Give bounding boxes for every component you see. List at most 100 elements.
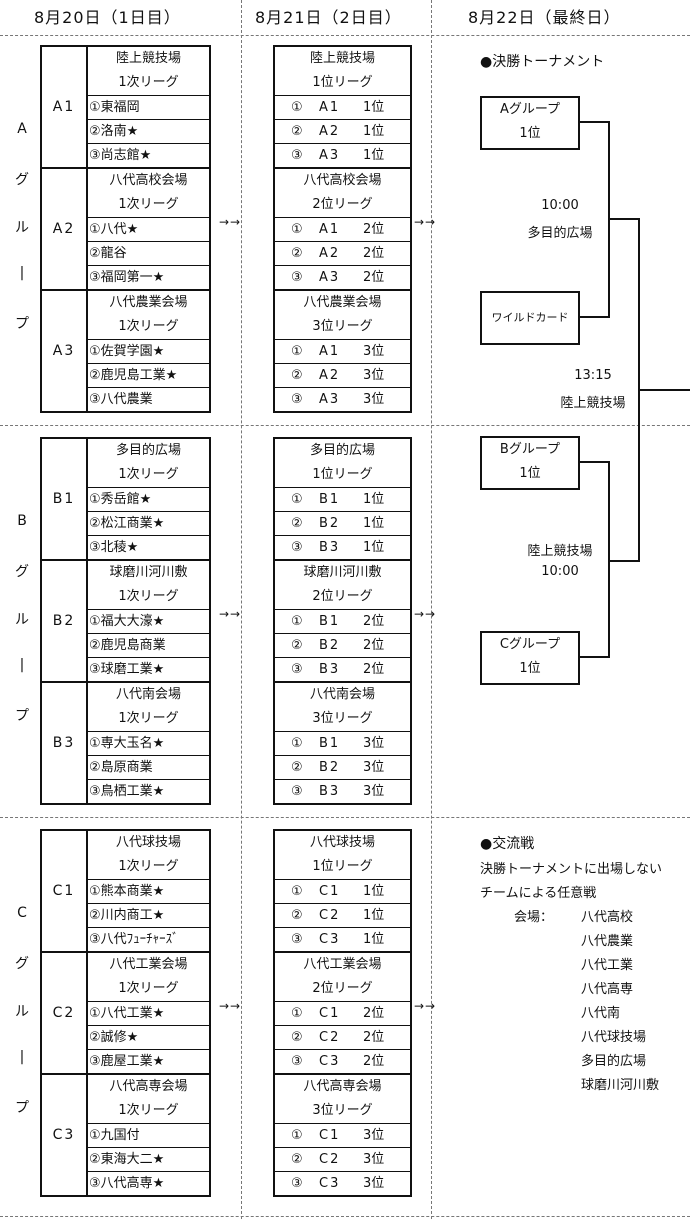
block-code: B2 xyxy=(42,561,88,681)
group-label-char: プ xyxy=(15,1100,29,1116)
slot-rank: 2位 xyxy=(363,1030,385,1045)
team: ①専大玉名★ xyxy=(88,731,209,755)
header-day2: 8月21日（2日目） xyxy=(255,8,402,27)
row-divider xyxy=(0,1216,690,1217)
bracket-line xyxy=(608,560,640,562)
block-code: C2 xyxy=(42,953,88,1073)
slot-group: A1 xyxy=(319,222,341,237)
slot-rank: 1位 xyxy=(363,884,385,899)
row-divider xyxy=(0,817,690,818)
bracket-line xyxy=(580,316,610,318)
slot-group: C3 xyxy=(319,1054,341,1069)
league: 3位リーグ xyxy=(312,319,373,334)
slot-group: C1 xyxy=(319,1006,341,1021)
team: ③鳥栖工業★ xyxy=(88,779,209,803)
league: 2位リーグ xyxy=(312,197,373,212)
team: ②誠修★ xyxy=(88,1025,209,1049)
league: 2位リーグ xyxy=(312,589,373,604)
slot-number: ② xyxy=(291,124,303,139)
row-divider xyxy=(0,35,690,36)
team: ①佐賀学園★ xyxy=(88,339,209,363)
slot-group: B2 xyxy=(319,516,341,531)
slot-number: ② xyxy=(291,368,303,383)
venue: 多目的広場 xyxy=(115,443,181,458)
column-divider xyxy=(241,0,242,1219)
slot-group: B2 xyxy=(319,760,341,775)
slot-group: C2 xyxy=(319,1152,341,1167)
block-code: B3 xyxy=(42,683,88,803)
slot-number: ① xyxy=(291,1128,303,1143)
exchange-venue: 八代球技場 xyxy=(581,1030,647,1045)
arrow-icon: →→ xyxy=(414,607,437,621)
slot-rank: 3位 xyxy=(363,344,385,359)
league: 1次リーグ xyxy=(118,197,179,212)
exchange-venue: 八代農業 xyxy=(581,934,634,949)
slot-group: A3 xyxy=(319,270,341,285)
exchange-venue: 八代工業 xyxy=(581,958,634,973)
exchange-venue: 多目的広場 xyxy=(581,1054,647,1069)
slot-number: ① xyxy=(291,736,303,751)
slot-number: ③ xyxy=(291,662,303,677)
league: 3位リーグ xyxy=(312,1103,373,1118)
slot-rank: 1位 xyxy=(363,516,385,531)
slot-group: A1 xyxy=(319,344,341,359)
venue: 八代高専会場 xyxy=(303,1079,382,1094)
venue: 八代高校会場 xyxy=(109,173,188,188)
slot-group: A2 xyxy=(319,124,341,139)
slot-number: ① xyxy=(291,614,303,629)
venue: 八代農業会場 xyxy=(303,295,382,310)
league: 1位リーグ xyxy=(312,859,373,874)
slot-number: ② xyxy=(291,760,303,775)
venue: 球磨川河川敷 xyxy=(303,565,382,580)
league: 1次リーグ xyxy=(118,467,179,482)
slot-rank: 1位 xyxy=(363,100,385,115)
slot-rank: 1位 xyxy=(363,908,385,923)
slot-number: ① xyxy=(291,100,303,115)
league: 1次リーグ xyxy=(118,1103,179,1118)
slot-group: B1 xyxy=(319,492,341,507)
league: 1次リーグ xyxy=(118,711,179,726)
slot-group: C1 xyxy=(319,884,341,899)
row-divider xyxy=(0,425,690,426)
team: ②東海大二★ xyxy=(88,1147,209,1171)
slot-group: B2 xyxy=(319,638,341,653)
header-day3: 8月22日（最終日） xyxy=(468,8,621,27)
slot-rank: 2位 xyxy=(363,638,385,653)
exchange-title: ●交流戦 xyxy=(480,836,535,852)
team: ②洛南★ xyxy=(88,119,209,143)
bracket-line xyxy=(608,218,640,220)
bracket-box-c: Cグループ 1位 xyxy=(480,631,580,685)
bracket-box-wildcard: ワイルドカード xyxy=(480,291,580,345)
group-label-char: ル xyxy=(15,612,29,628)
slot-group: B3 xyxy=(319,540,341,555)
group-label-char: ル xyxy=(15,1004,29,1020)
slot-number: ② xyxy=(291,1152,303,1167)
slot-rank: 3位 xyxy=(363,784,385,799)
team: ①九国付 xyxy=(88,1123,209,1147)
venue: 八代球技場 xyxy=(309,835,375,850)
